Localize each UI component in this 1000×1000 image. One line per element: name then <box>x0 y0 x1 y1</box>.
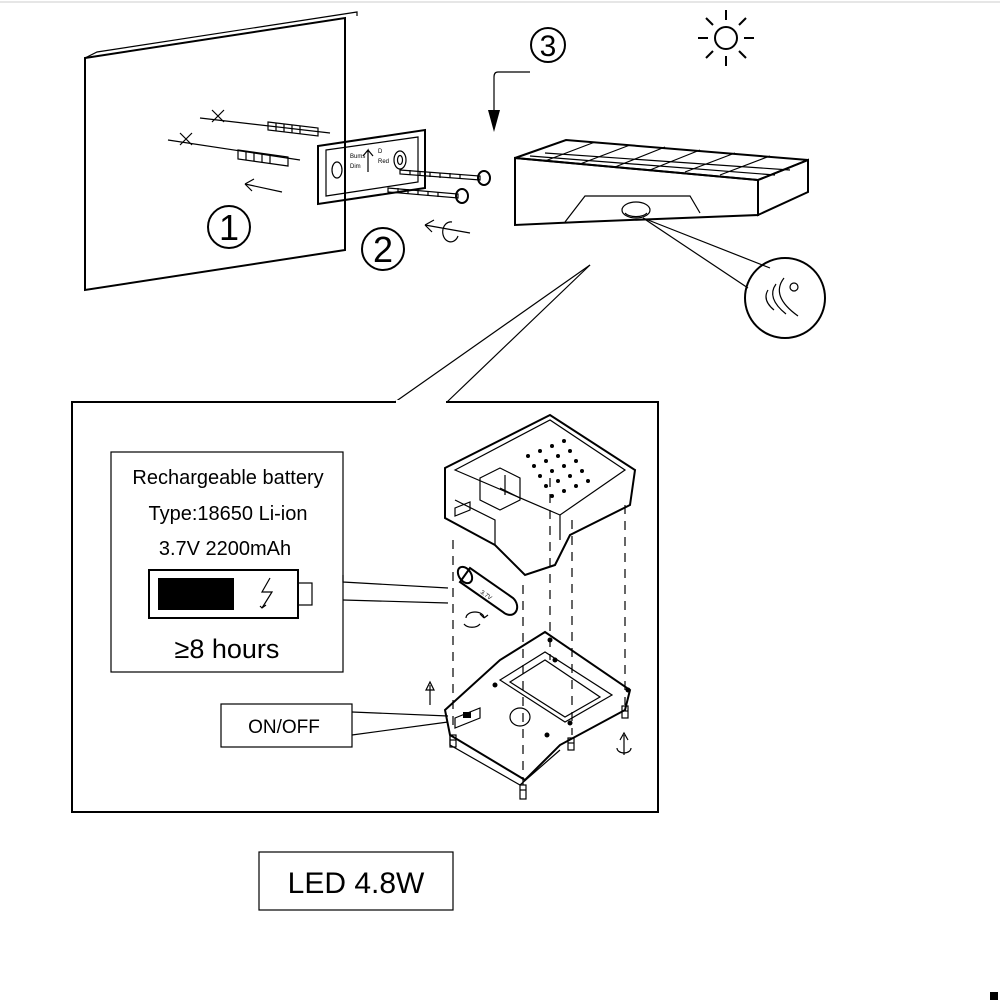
wall <box>84 11 358 292</box>
assembly-guides <box>452 478 626 785</box>
plate-label-left-bottom: Dim <box>350 164 361 170</box>
battery-cell: 3.7V <box>456 565 519 616</box>
plate-label-left-top: Bums <box>350 154 365 160</box>
led-grid <box>526 439 590 498</box>
plate-label-right-top: D <box>378 149 383 155</box>
sun-icon <box>698 10 754 66</box>
slide-down-arrow-icon <box>488 71 530 132</box>
direction-arrow-icon <box>244 178 283 193</box>
battery-pointer <box>342 599 449 604</box>
detail-box <box>71 401 659 813</box>
battery-capacity: 3.7V 2200mAh <box>159 538 291 560</box>
on-off-switch <box>454 707 481 729</box>
wall-plug <box>267 121 319 137</box>
battery-type: Type:18650 Li-ion <box>148 503 307 525</box>
corner-mark <box>990 992 998 1000</box>
cross-mark-icon <box>179 132 193 146</box>
lightning-icon <box>259 577 274 609</box>
screw <box>387 187 469 204</box>
mounting-plate: Bums Dim D Red <box>317 128 426 206</box>
battery-icon <box>148 569 313 619</box>
step-2-marker: 2 <box>361 227 405 271</box>
wall-plug <box>237 149 289 167</box>
step-2-label: 2 <box>373 229 393 270</box>
wall-anchors <box>167 109 331 193</box>
battery-pointer <box>342 575 449 589</box>
on-off-callout: ON/OFF <box>220 703 449 748</box>
motion-sensor-callout <box>642 217 826 339</box>
arrow-icon <box>425 680 435 705</box>
step-3-label: 3 <box>540 30 557 63</box>
step-1-marker: 1 <box>207 205 251 249</box>
battery-title: Rechargeable battery <box>132 467 323 489</box>
rotate-icon <box>424 219 471 243</box>
battery-runtime: ≥8 hours <box>175 634 280 664</box>
battery-spec-box: Rechargeable battery Type:18650 Li-ion 3… <box>110 451 344 673</box>
on-off-label: ON/OFF <box>248 717 320 738</box>
lamp-housing <box>444 413 637 577</box>
callout-line <box>394 264 591 403</box>
up-arrow-icon <box>362 148 374 172</box>
callout-line <box>446 264 591 403</box>
screw <box>399 169 491 186</box>
cross-mark-icon <box>211 109 225 123</box>
cover-screws <box>449 705 629 800</box>
solar-lamp <box>514 138 809 227</box>
product-label: LED 4.8W <box>288 867 425 900</box>
rotate-icon <box>463 611 489 628</box>
battery-cell-label: 3.7V <box>479 590 493 602</box>
product-label-box: LED 4.8W <box>258 851 454 911</box>
step-3-marker: 3 <box>530 27 566 63</box>
plate-label-right-bottom: Red <box>378 159 389 165</box>
bottom-cover <box>443 630 632 786</box>
rotate-icon <box>616 731 632 755</box>
solar-panel <box>529 141 791 176</box>
motion-sensor-icon <box>765 277 799 317</box>
step-1-label: 1 <box>219 207 239 248</box>
